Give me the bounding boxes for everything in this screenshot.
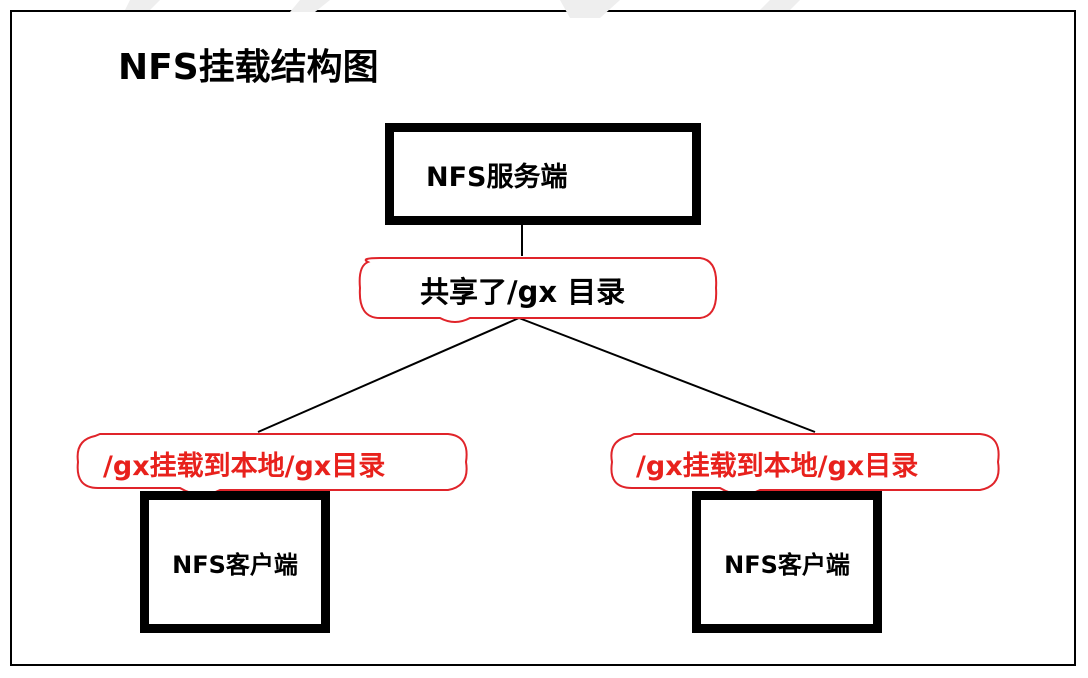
- watermark-mark: [125, 0, 160, 10]
- share-to-left-line: [257, 317, 520, 433]
- watermark-mark: [560, 0, 620, 18]
- mount-label-left: /gx挂载到本地/gx目录: [103, 451, 386, 482]
- nfs-client-label: NFS客户端: [724, 550, 850, 579]
- share-bubble: [358, 257, 718, 323]
- watermark-mark: [760, 0, 800, 10]
- share-label: 共享了/gx 目录: [420, 275, 626, 309]
- nfs-server-node: NFS服务端: [385, 123, 701, 225]
- share-to-right-line: [518, 317, 816, 433]
- watermark-mark: [290, 0, 330, 12]
- mount-label-right: /gx挂载到本地/gx目录: [636, 451, 919, 482]
- nfs-client-node-left: NFS客户端: [140, 491, 330, 633]
- diagram-frame: [10, 10, 1076, 666]
- diagram-title: NFS挂载结构图: [118, 47, 379, 88]
- nfs-client-label: NFS客户端: [172, 550, 298, 579]
- nfs-server-label: NFS服务端: [426, 161, 568, 193]
- nfs-client-node-right: NFS客户端: [692, 491, 882, 633]
